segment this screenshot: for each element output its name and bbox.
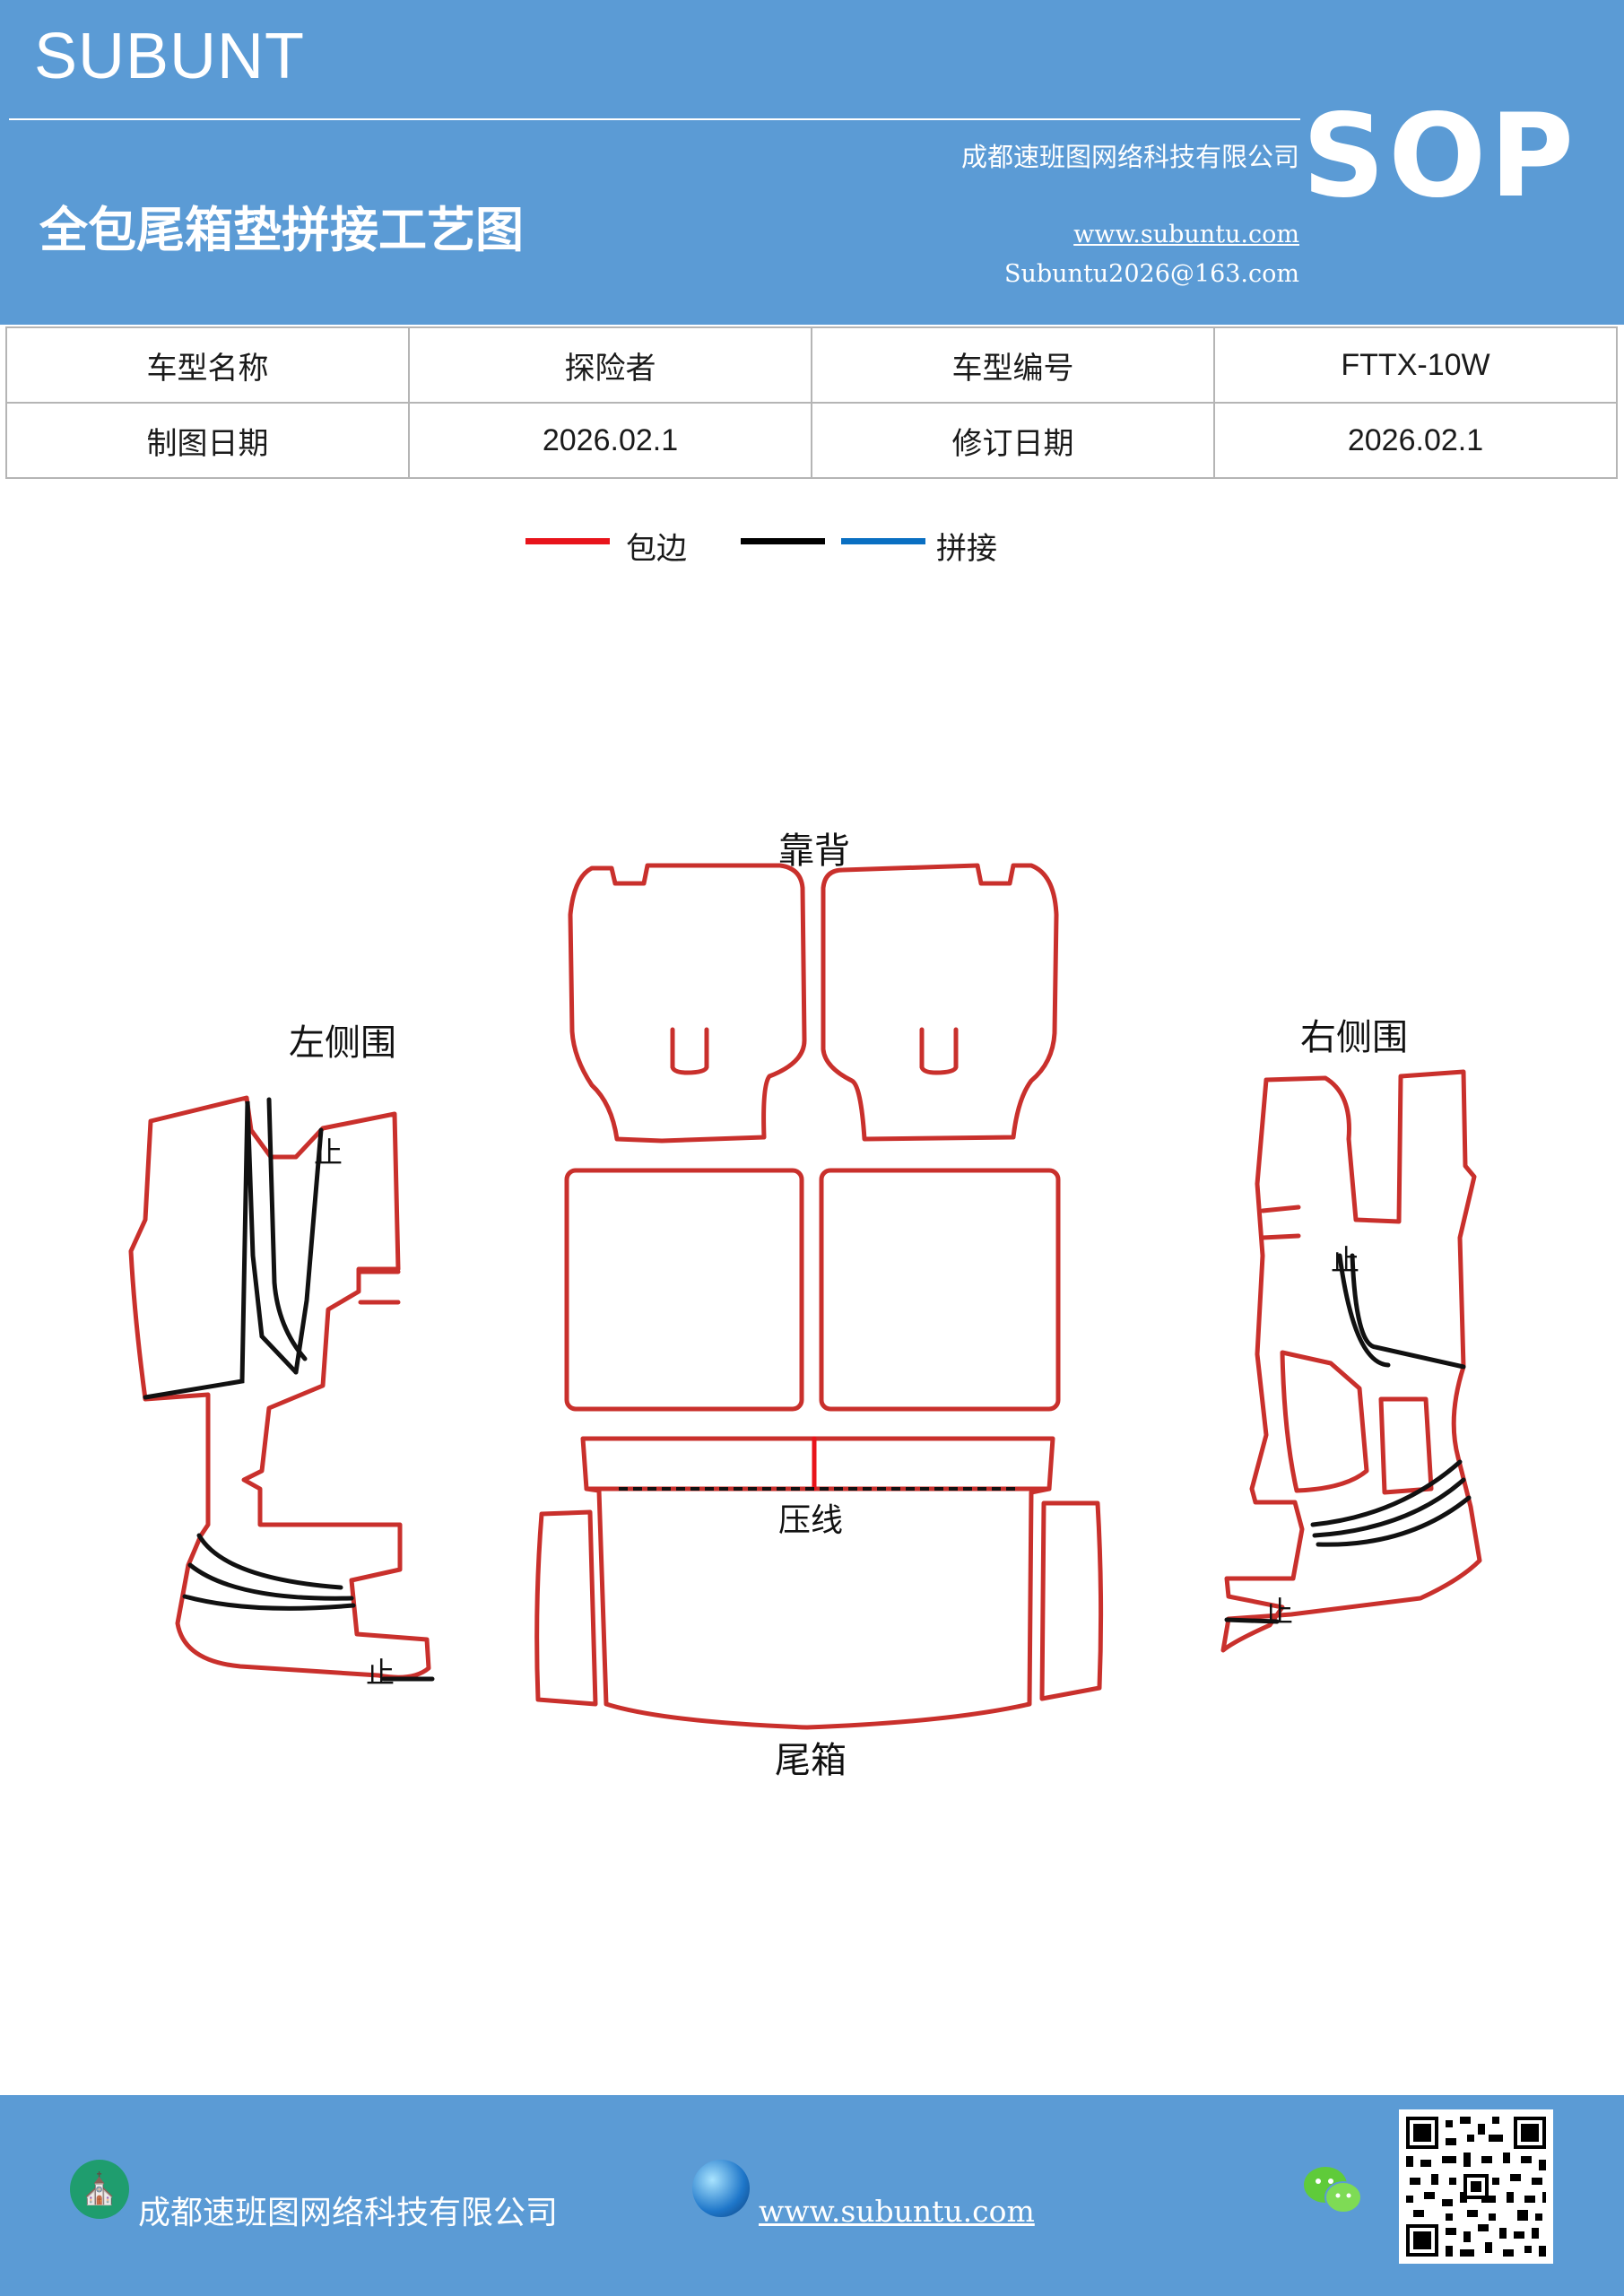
right-inner-pocket — [1280, 1350, 1369, 1493]
stop-mark-right-top: 止 — [1331, 1243, 1359, 1277]
legend-blue-swatch — [841, 538, 925, 544]
header-banner — [0, 0, 1624, 325]
header-website-link[interactable]: www.subuntu.com — [1073, 221, 1299, 248]
backrest-left-panel — [568, 863, 807, 1144]
stop-mark-left-bottom: 止 — [366, 1656, 395, 1690]
model-code-value: FTTX-10W — [1213, 326, 1618, 404]
trunk-right-flap — [1039, 1500, 1104, 1701]
footer-company: 成都速班图网络科技有限公司 — [138, 2195, 559, 2231]
left-wall-tab — [358, 1269, 401, 1305]
left-side-wall — [128, 1095, 431, 1680]
header-company: 成都速班图网络科技有限公司 — [960, 142, 1299, 172]
backrest-right-notch — [919, 1027, 959, 1075]
label-right-side: 右侧围 — [1300, 1017, 1408, 1058]
middle-left-panel — [564, 1168, 804, 1412]
wechat-icon[interactable] — [1302, 2163, 1365, 2217]
stop-mark-left-top: 止 — [314, 1135, 343, 1170]
brand-logo-text: SUBUNT — [34, 21, 306, 92]
backrest-right-panel — [821, 863, 1059, 1142]
draw-date-label: 制图日期 — [5, 402, 410, 479]
revise-date-label: 修订日期 — [811, 402, 1215, 479]
header-email[interactable]: Subuntu2026@163.com — [1004, 260, 1299, 288]
legend-splice-label: 拼接 — [936, 531, 997, 567]
revise-date-value: 2026.02.1 — [1213, 402, 1618, 479]
label-trunk: 尾箱 — [775, 1740, 847, 1781]
document-title: 全包尾箱垫拼接工艺图 — [39, 201, 524, 258]
left-splice-3 — [293, 1127, 324, 1375]
right-splice-1 — [1350, 1253, 1466, 1370]
backrest-left-notch — [670, 1027, 709, 1075]
label-crease: 压线 — [778, 1502, 844, 1539]
draw-date-value: 2026.02.1 — [408, 402, 812, 479]
model-name-label: 车型名称 — [5, 326, 410, 404]
legend-edge-label: 包边 — [626, 531, 687, 567]
left-splice-4 — [182, 1533, 356, 1611]
model-name-value: 探险者 — [408, 326, 812, 404]
left-splice-2 — [266, 1097, 308, 1361]
middle-right-panel — [819, 1168, 1061, 1412]
label-left-side: 左侧围 — [289, 1022, 396, 1064]
right-splice-2 — [1337, 1253, 1391, 1368]
qr-code-icon[interactable] — [1399, 2109, 1553, 2264]
trunk-main-panel — [584, 1486, 1052, 1730]
header-divider — [9, 118, 1300, 120]
trunk-top-strip — [580, 1436, 1055, 1492]
right-side-wall — [1220, 1069, 1482, 1653]
table-row: 制图日期 2026.02.1 修订日期 2026.02.1 — [5, 402, 1618, 479]
right-wall-tab — [1260, 1205, 1301, 1240]
globe-icon — [692, 2160, 750, 2217]
stop-mark-right-bottom: 止 — [1264, 1595, 1293, 1629]
footer-website-link[interactable]: www.subuntu.com — [759, 2194, 1035, 2229]
right-splice-stop — [1224, 1617, 1280, 1624]
sop-badge: SOP — [1302, 90, 1577, 223]
trunk-left-flap — [534, 1509, 598, 1707]
legend-edge-swatch — [525, 538, 610, 544]
building-icon: ⛪ — [70, 2160, 129, 2219]
table-row: 车型名称 探险者 车型编号 FTTX-10W — [5, 326, 1618, 404]
right-small-pocket — [1378, 1396, 1434, 1495]
label-backrest: 靠背 — [778, 831, 850, 872]
legend-black-swatch — [741, 538, 825, 544]
model-code-label: 车型编号 — [811, 326, 1215, 404]
vehicle-info-table: 车型名称 探险者 车型编号 FTTX-10W 制图日期 2026.02.1 修订… — [5, 326, 1618, 479]
right-splice-3 — [1310, 1459, 1472, 1547]
left-splice-1 — [143, 1100, 299, 1400]
